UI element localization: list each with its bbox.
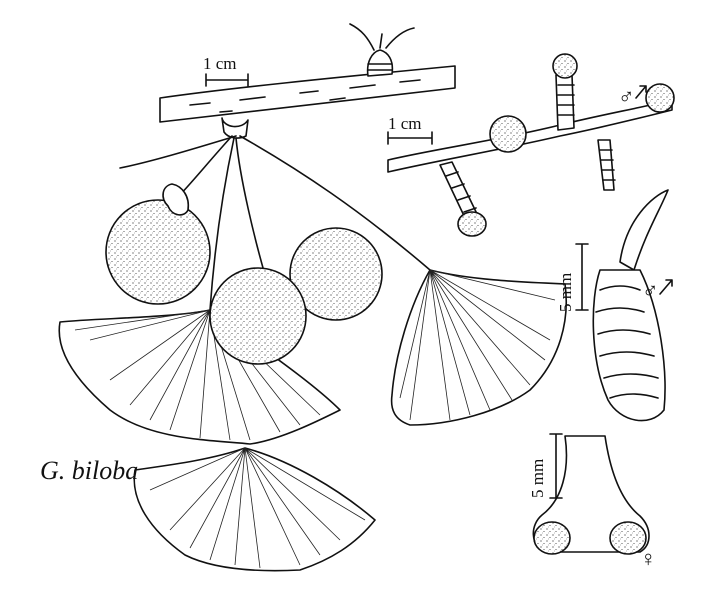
male-symbol-shoot: ♂ xyxy=(618,84,635,109)
seed-left xyxy=(105,183,211,305)
male-arrow-1 xyxy=(635,85,647,99)
main-branch xyxy=(159,23,456,139)
scale-label-branch: 1 cm xyxy=(203,54,237,73)
scale-bar-branch xyxy=(205,73,249,87)
leaf-upper-left xyxy=(58,309,341,445)
ovule xyxy=(532,435,650,555)
leaf-lower-left xyxy=(133,447,376,572)
male-shoot xyxy=(387,53,675,237)
female-symbol: ♀ xyxy=(640,546,657,571)
male-cone xyxy=(592,189,669,422)
scale-label-ovule: 5 mm xyxy=(528,458,547,498)
scale-bar-ovule xyxy=(549,433,563,499)
male-arrow-2 xyxy=(659,279,673,295)
seed-right xyxy=(289,227,383,321)
leaf-right xyxy=(390,269,568,426)
species-name: G. biloba xyxy=(40,456,139,485)
seed-middle xyxy=(209,267,307,365)
male-symbol-cone: ♂ xyxy=(642,278,659,303)
scale-bar-male-shoot xyxy=(387,131,433,145)
scale-label-male-shoot: 1 cm xyxy=(388,114,422,133)
scale-bar-male-cone xyxy=(575,243,589,311)
scale-label-male-cone: 5 mm xyxy=(556,272,575,312)
